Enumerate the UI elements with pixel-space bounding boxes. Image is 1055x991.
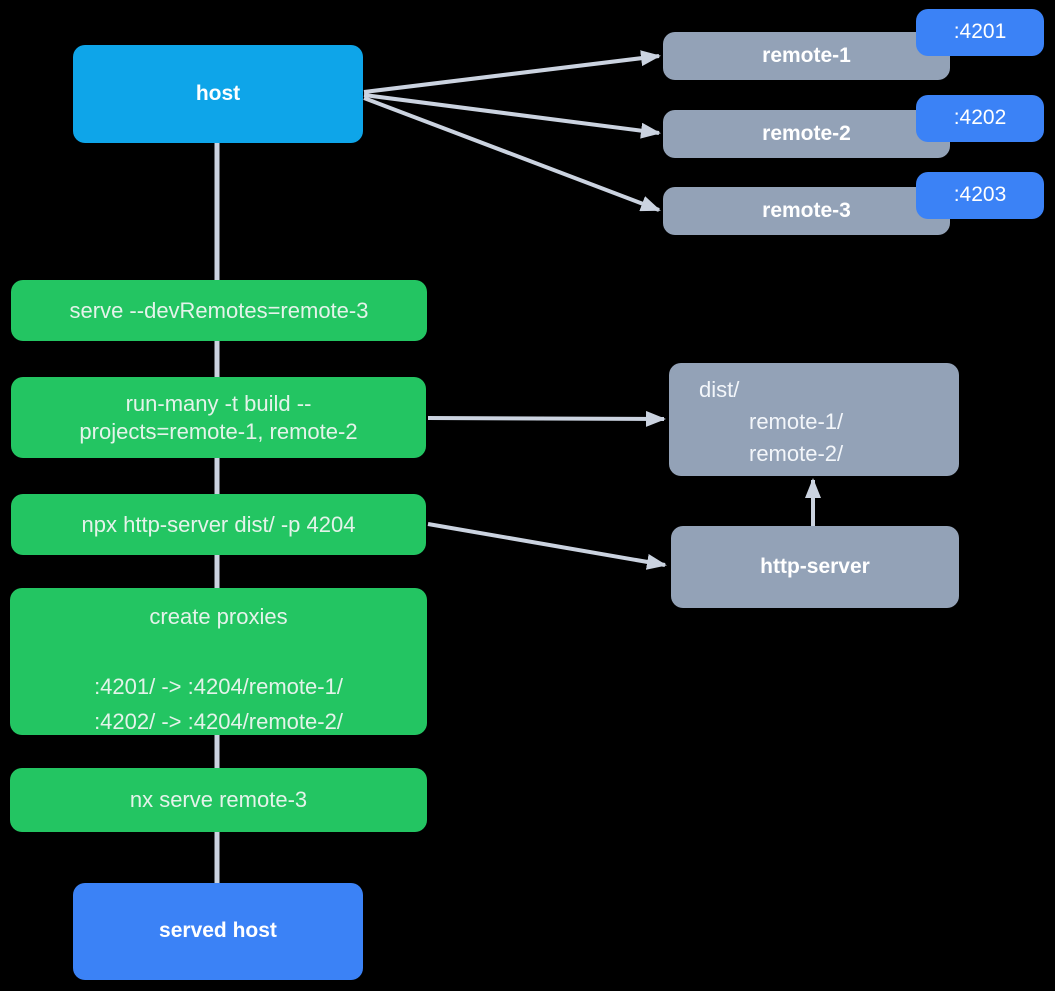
- create-proxies-title: create proxies: [149, 604, 288, 629]
- remote-3-label: remote-3: [762, 198, 851, 222]
- edge-host-to-remote-2: [363, 93, 661, 139]
- proxy-rules: :4201/ -> :4204/remote-1/ :4202/ -> :420…: [94, 669, 343, 739]
- http-server-label: http-server: [760, 554, 870, 578]
- port-4201-label: :4201: [953, 20, 1007, 44]
- node-serve-command: serve --devRemotes=remote-3: [11, 280, 427, 341]
- remote-1-label: remote-1: [762, 43, 851, 67]
- node-host: host: [73, 45, 363, 143]
- node-remote-2: remote-2: [663, 110, 950, 158]
- serve-command-label: serve --devRemotes=remote-3: [69, 297, 369, 323]
- edge-httpcmd-to-http-server: [427, 522, 667, 570]
- node-remote-1: remote-1: [663, 32, 950, 80]
- edge-host-to-remote-1: [363, 50, 661, 94]
- edge-run-many-to-dist: [427, 410, 666, 427]
- dist-remote-2-label: remote-2/: [749, 440, 844, 466]
- run-many-line-2: projects=remote-1, remote-2: [79, 418, 358, 444]
- node-remote-3: remote-3: [663, 187, 950, 235]
- proxy-rule-2: :4202/ -> :4204/remote-2/: [94, 708, 343, 734]
- dist-remote-1-label: remote-1/: [749, 408, 844, 434]
- port-badge-4201: :4201: [916, 9, 1044, 56]
- nx-serve-command-label: nx serve remote-3: [129, 787, 308, 813]
- run-many-line-1: run-many -t build --: [125, 391, 312, 416]
- edge-host-to-remote-3: [363, 96, 661, 212]
- node-served-host: served host: [73, 883, 363, 980]
- port-4202-label: :4202: [953, 106, 1007, 130]
- proxy-rule-1: :4201/ -> :4204/remote-1/: [94, 673, 343, 699]
- node-create-proxies: create proxies :4201/ -> :4204/remote-1/…: [10, 588, 427, 735]
- node-http-server: http-server: [671, 526, 959, 608]
- node-http-server-command: npx http-server dist/ -p 4204: [11, 494, 426, 555]
- remote-2-label: remote-2: [762, 121, 851, 145]
- node-dist-folder: dist/ remote-1/ remote-2/: [669, 363, 959, 476]
- host-label: host: [195, 81, 241, 105]
- dist-root-label: dist/: [699, 376, 740, 402]
- node-run-many-command: run-many -t build -- projects=remote-1, …: [11, 377, 426, 458]
- port-4203-label: :4203: [953, 183, 1007, 207]
- node-nx-serve-command: nx serve remote-3: [10, 768, 427, 832]
- http-server-command-label: npx http-server dist/ -p 4204: [81, 511, 356, 537]
- served-host-label: served host: [159, 919, 277, 943]
- port-badge-4203: :4203: [916, 172, 1044, 219]
- port-badge-4202: :4202: [916, 95, 1044, 142]
